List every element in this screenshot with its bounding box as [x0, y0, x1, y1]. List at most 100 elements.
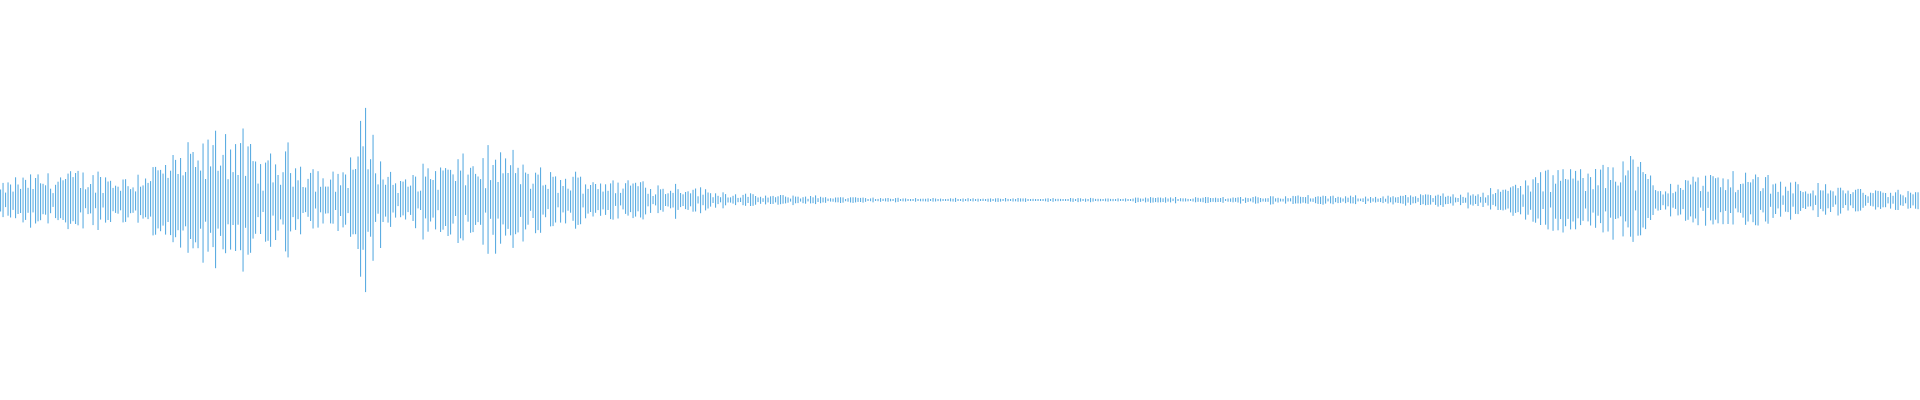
- waveform-bar: [1172, 198, 1174, 202]
- waveform-bar: [170, 170, 172, 236]
- waveform-bar: [535, 172, 537, 234]
- waveform-bar: [1325, 196, 1327, 204]
- waveform-bar: [300, 166, 302, 235]
- waveform-bar: [1872, 193, 1874, 207]
- waveform-bar: [757, 197, 759, 203]
- waveform-bar: [395, 183, 397, 218]
- waveform-bar: [747, 196, 749, 203]
- waveform-bar: [1187, 198, 1189, 202]
- waveform-bar: [1895, 192, 1897, 210]
- waveform-bar: [1457, 198, 1459, 202]
- waveform-bar: [580, 176, 582, 225]
- waveform-bar: [112, 187, 114, 212]
- waveform-bar: [315, 191, 317, 209]
- waveform-bar: [1282, 198, 1284, 202]
- waveform-bar: [692, 189, 694, 212]
- waveform-bar: [1917, 192, 1919, 210]
- waveform-bar: [730, 197, 732, 203]
- waveform-bar: [782, 195, 784, 204]
- waveform-bar: [12, 191, 14, 210]
- waveform-bar: [327, 186, 329, 214]
- waveform-bar: [1867, 196, 1869, 203]
- waveform-bar: [47, 173, 49, 224]
- waveform-bar: [1295, 196, 1297, 204]
- waveform-bar: [1202, 197, 1204, 203]
- waveform-bar: [1450, 196, 1452, 204]
- waveform-bar: [215, 130, 217, 269]
- waveform-bar: [92, 175, 94, 226]
- waveform-bar: [1082, 199, 1084, 201]
- waveform-bar: [760, 196, 762, 204]
- waveform-bar: [20, 188, 22, 213]
- waveform-bar: [1267, 198, 1269, 202]
- waveform-bar: [1640, 162, 1642, 236]
- waveform-bar: [1642, 172, 1644, 228]
- waveform-bar: [1612, 167, 1614, 240]
- waveform-bar: [700, 187, 702, 214]
- waveform-bar: [735, 194, 737, 206]
- waveform-bar: [1532, 179, 1534, 222]
- waveform-bar: [1330, 196, 1332, 204]
- waveform-bar: [227, 179, 229, 225]
- waveform-bar: [1500, 191, 1502, 210]
- waveform-bar: [1692, 176, 1694, 223]
- waveform-bar: [312, 169, 314, 229]
- waveform-bar: [7, 182, 9, 216]
- waveform-bar: [1425, 194, 1427, 206]
- waveform-bar: [710, 193, 712, 207]
- waveform-bar: [1672, 193, 1674, 208]
- waveform-bar: [585, 184, 587, 219]
- waveform-bar: [1057, 198, 1059, 202]
- waveform-bar: [1422, 195, 1424, 205]
- waveform-bar: [1815, 195, 1817, 205]
- waveform-bar: [1495, 193, 1497, 207]
- waveform-bar: [1665, 191, 1667, 210]
- waveform-bar: [1820, 190, 1822, 209]
- waveform-bar: [1195, 197, 1197, 203]
- waveform-bar: [622, 188, 624, 210]
- waveform-bar: [1685, 180, 1687, 221]
- waveform-bar: [1030, 199, 1032, 201]
- waveform-bar: [90, 184, 92, 214]
- waveform-bar: [1910, 192, 1912, 209]
- waveform-bar: [1440, 195, 1442, 206]
- waveform-bar: [1850, 194, 1852, 206]
- waveform-bar: [732, 195, 734, 204]
- waveform-bar: [862, 197, 864, 203]
- waveform-bar: [1865, 194, 1867, 206]
- waveform-bar: [1577, 180, 1579, 219]
- waveform-bar: [1252, 197, 1254, 203]
- waveform-bar: [1032, 198, 1034, 202]
- waveform-bar: [1245, 197, 1247, 203]
- waveform-bar: [907, 199, 909, 201]
- waveform-bar: [1270, 196, 1272, 205]
- waveform-bar: [1305, 197, 1307, 204]
- waveform-bar: [207, 139, 209, 252]
- waveform-bar: [1412, 196, 1414, 204]
- waveform-bar: [1065, 199, 1067, 201]
- waveform-bar: [800, 198, 802, 202]
- waveform-bar: [1332, 195, 1334, 205]
- waveform-bar: [1180, 198, 1182, 202]
- waveform-bar: [625, 183, 627, 214]
- waveform-bar: [1437, 194, 1439, 207]
- waveform-bar: [1522, 194, 1524, 207]
- waveform-bar: [345, 174, 347, 225]
- waveform-bar: [422, 163, 424, 240]
- waveform-bar: [565, 178, 567, 224]
- waveform-bar: [1717, 177, 1719, 224]
- waveform-bar: [1757, 177, 1759, 226]
- waveform-bar: [780, 195, 782, 205]
- waveform-bar: [330, 179, 332, 224]
- waveform-bar: [1712, 176, 1714, 225]
- waveform-bar: [37, 174, 39, 222]
- waveform-bar: [62, 180, 64, 220]
- waveform-bar: [997, 198, 999, 202]
- waveform-bar: [70, 171, 72, 224]
- waveform-bar: [550, 172, 552, 227]
- waveform-bar: [1340, 197, 1342, 203]
- waveform-bar: [487, 145, 489, 254]
- waveform-bar: [1877, 190, 1879, 208]
- waveform-bar: [1110, 198, 1112, 202]
- waveform-bar: [602, 191, 604, 210]
